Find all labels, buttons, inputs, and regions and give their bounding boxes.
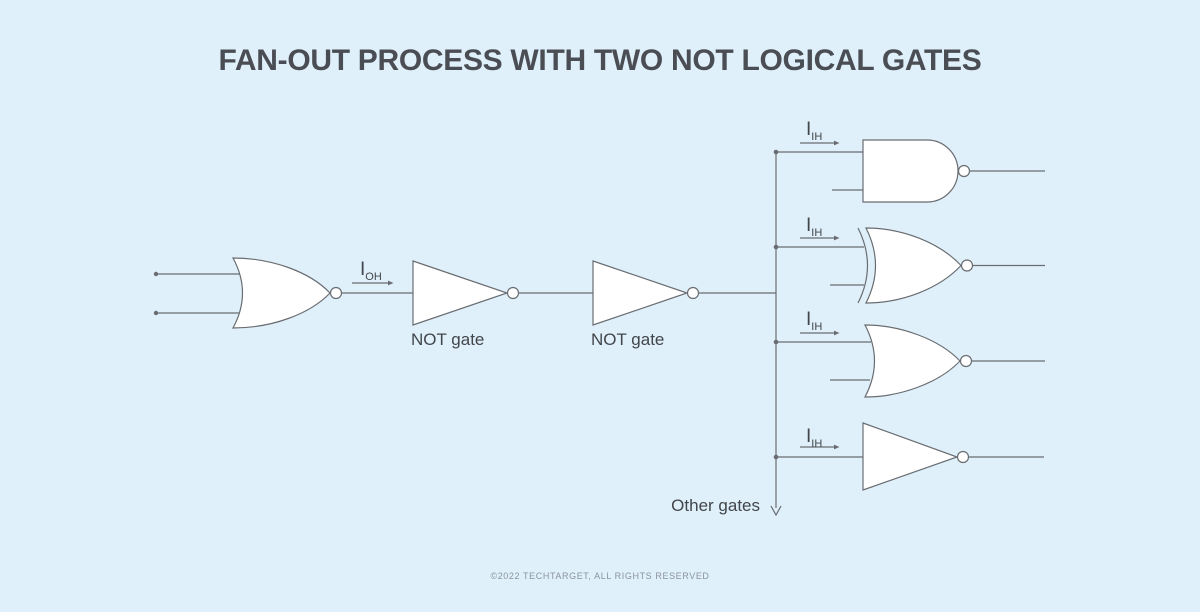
load-xnor-gate	[830, 227, 1045, 304]
label-ioh-base: I	[360, 259, 366, 280]
inversion-bubble	[959, 354, 973, 368]
label-iih-3: IIH	[806, 310, 822, 337]
label-iih-base: I	[806, 309, 812, 330]
current-arrow-iih-3	[800, 330, 840, 336]
not-gate-body	[592, 260, 689, 326]
label-iih-base: I	[806, 215, 812, 236]
copyright-footer: ©2022 TECHTARGET, ALL RIGHTS RESERVED	[490, 571, 710, 581]
label-iih-1: IIH	[806, 120, 822, 147]
current-arrow-ioh	[352, 280, 394, 286]
label-ioh-sub: OH	[365, 270, 382, 283]
inversion-bubble	[686, 286, 700, 300]
arrow-head	[388, 280, 394, 286]
label-iih-4: IIH	[806, 427, 822, 454]
other-gates-label: Other gates	[671, 496, 760, 515]
label-iih-sub: IH	[811, 226, 823, 239]
arrow-head	[834, 235, 840, 241]
inversion-bubble	[506, 286, 520, 300]
xnor-extra-curve	[857, 227, 869, 304]
label-iih-base: I	[806, 119, 812, 140]
nand-gate-body	[862, 139, 959, 203]
nor-gate-body	[231, 257, 331, 329]
load-not-gate	[862, 422, 1044, 491]
arrow-head	[834, 140, 840, 146]
not-gate-body	[412, 260, 509, 326]
not-gate-2-label: NOT gate	[591, 330, 665, 349]
down-arrow-head	[770, 505, 782, 517]
current-arrow-iih-4	[800, 444, 840, 450]
nor-gate-body	[864, 324, 961, 398]
source-nor-gate	[153, 257, 413, 329]
label-iih-2: IIH	[806, 216, 822, 243]
not-gate-1	[412, 260, 593, 326]
arrow-head	[834, 444, 840, 450]
inversion-bubble	[329, 286, 343, 300]
load-nand-gate	[832, 139, 1045, 203]
label-iih-sub: IH	[811, 437, 823, 450]
page-title: FAN-OUT PROCESS WITH TWO NOT LOGICAL GAT…	[218, 44, 982, 77]
inversion-bubble	[956, 450, 970, 464]
label-iih-sub: IH	[811, 130, 823, 143]
label-ioh: IOH	[360, 260, 382, 287]
not-gate-1-label: NOT gate	[411, 330, 485, 349]
current-arrow-iih-1	[800, 140, 840, 146]
inversion-bubble	[957, 164, 971, 178]
fanout-bus	[770, 149, 871, 517]
inversion-bubble	[960, 259, 974, 272]
label-iih-base: I	[806, 426, 812, 447]
not-gate-2	[592, 260, 776, 326]
not-gate-body	[862, 422, 959, 491]
xnor-gate-body	[865, 227, 962, 304]
label-iih-sub: IH	[811, 320, 823, 333]
arrow-head	[834, 330, 840, 336]
current-arrow-iih-2	[800, 235, 840, 241]
load-nor-gate	[830, 324, 1045, 398]
